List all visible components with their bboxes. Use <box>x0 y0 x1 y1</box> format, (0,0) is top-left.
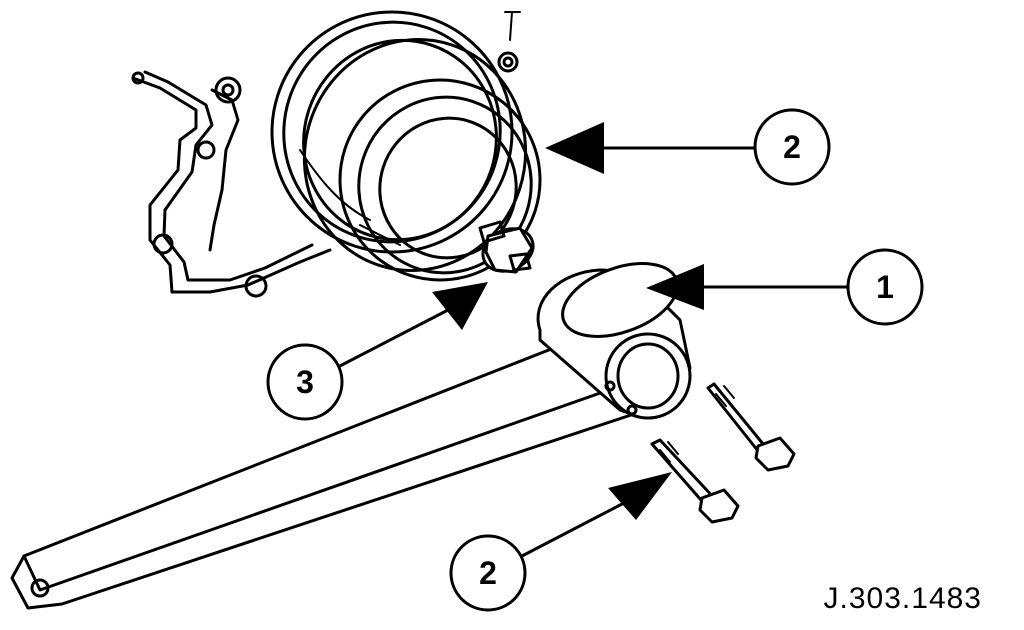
callout-label: 2 <box>479 555 497 591</box>
crankshaft-pulley <box>270 10 542 282</box>
callout-2-bolts: 2 <box>449 472 672 612</box>
arrowhead-icon <box>646 264 704 310</box>
callout-label: 2 <box>783 129 801 165</box>
callout-2-pulley: 2 <box>545 108 831 186</box>
arrowhead-icon <box>608 472 672 520</box>
tool-bolt-upper <box>706 382 796 472</box>
callout-1: 1 <box>646 248 924 326</box>
crankshaft-bolt <box>478 220 535 274</box>
callout-label: 1 <box>876 269 894 305</box>
engine-cover <box>131 11 521 298</box>
pulley-holding-tool <box>10 262 692 610</box>
arrowhead-icon <box>545 122 604 174</box>
figure-reference-code: J.303.1483 <box>823 582 982 615</box>
arrowhead-icon <box>432 282 488 330</box>
tool-bolt-lower <box>650 438 740 524</box>
callout-label: 3 <box>296 364 314 400</box>
callout-3: 3 <box>266 282 488 421</box>
